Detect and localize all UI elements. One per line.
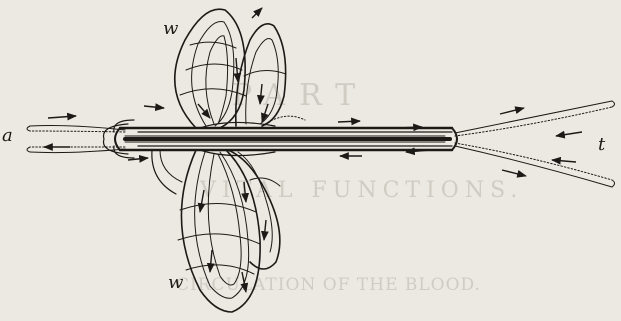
label-a: a — [2, 125, 13, 146]
label-w-upper: w — [163, 18, 179, 39]
central-vessel — [104, 120, 458, 158]
right-tail — [455, 101, 615, 187]
label-w-lower: w — [168, 272, 184, 293]
label-t: t — [598, 134, 606, 155]
left-antenna — [27, 126, 125, 153]
upper-wing — [175, 9, 305, 128]
